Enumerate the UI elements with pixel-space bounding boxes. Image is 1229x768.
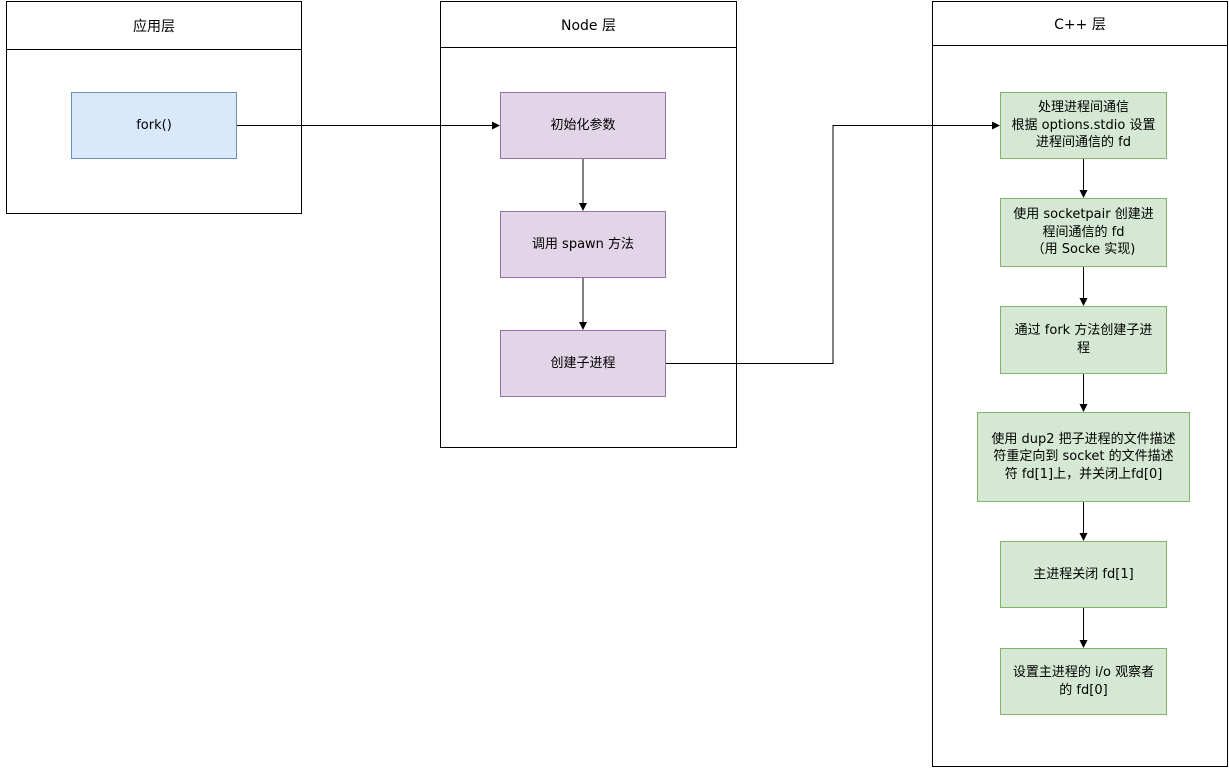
node-create-child-process: 创建子进程 [500, 330, 666, 397]
node-call-spawn: 调用 spawn 方法 [500, 211, 666, 278]
node-set-io-watcher: 设置主进程的 i/o 观察者 的 fd[0] [1000, 648, 1167, 715]
node-init-params: 初始化参数 [500, 92, 666, 159]
node-ipc-handle: 处理进程间通信 根据 options.stdio 设置 进程间通信的 fd [1000, 92, 1167, 159]
node-dup2-redirect: 使用 dup2 把子进程的文件描述 符重定向到 socket 的文件描述 符 f… [977, 412, 1190, 502]
lane-node-title: Node 层 [441, 2, 736, 48]
node-close-fd1: 主进程关闭 fd[1] [1000, 541, 1167, 608]
node-fork-call: fork() [71, 92, 237, 159]
lane-application-title: 应用层 [7, 2, 301, 50]
node-fork-method: 通过 fork 方法创建子进 程 [1000, 306, 1167, 374]
lane-cpp-title: C++ 层 [933, 2, 1227, 46]
node-socketpair: 使用 socketpair 创建进 程间通信的 fd （用 Socke 实现) [1000, 198, 1167, 267]
